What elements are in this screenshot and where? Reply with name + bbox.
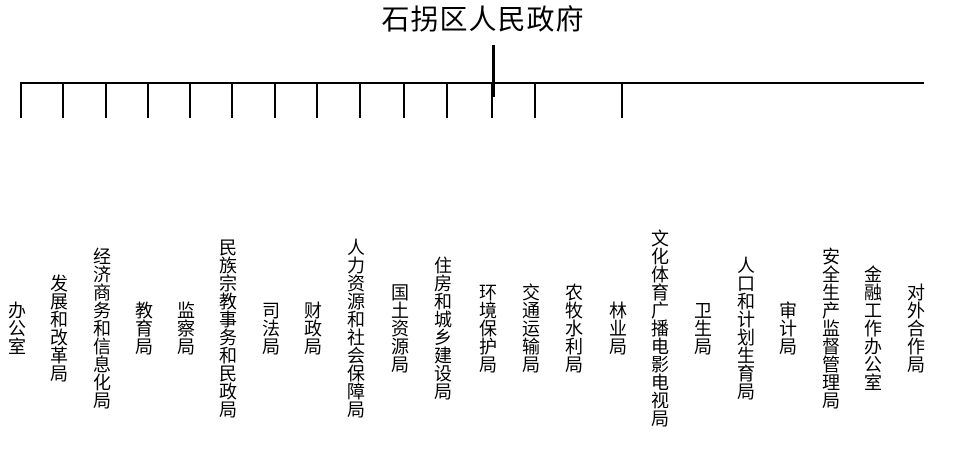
drop-line-connector bbox=[105, 83, 107, 118]
drop-line-connector bbox=[403, 83, 405, 118]
drop-line-connector bbox=[20, 83, 22, 118]
department-node[interactable]: 国土资源局 bbox=[388, 108, 419, 465]
drop-line-connector bbox=[446, 83, 448, 118]
drop-line-connector bbox=[491, 83, 493, 118]
department-node[interactable]: 财政局 bbox=[301, 108, 332, 465]
department-label: 环境保护局 bbox=[476, 283, 497, 373]
department-node[interactable]: 人口和计划生育局 bbox=[734, 108, 765, 465]
department-node[interactable]: 教育局 bbox=[132, 108, 163, 465]
department-label: 国土资源局 bbox=[388, 283, 409, 373]
department-node[interactable]: 办公室 bbox=[5, 108, 36, 465]
department-label: 农牧水利局 bbox=[562, 283, 583, 373]
department-node[interactable]: 经济商务和信息化局 bbox=[90, 108, 121, 465]
department-node[interactable]: 民族宗教事务和民政局 bbox=[216, 108, 247, 465]
drop-line-connector bbox=[147, 83, 149, 118]
department-label: 文化体育广播电影电视局 bbox=[648, 229, 669, 427]
department-node[interactable]: 监察局 bbox=[174, 108, 205, 465]
department-label: 财政局 bbox=[301, 301, 322, 355]
department-node[interactable]: 交通运输局 bbox=[519, 108, 550, 465]
department-node[interactable]: 司法局 bbox=[259, 108, 290, 465]
department-node[interactable]: 安全生产监督管理局 bbox=[819, 108, 850, 465]
department-label: 林业局 bbox=[606, 301, 627, 355]
department-node[interactable]: 文化体育广播电影电视局 bbox=[648, 108, 679, 465]
department-label: 发展和改革局 bbox=[47, 274, 68, 382]
root-stem-connector bbox=[492, 45, 495, 97]
department-label: 监察局 bbox=[174, 301, 195, 355]
department-node[interactable]: 发展和改革局 bbox=[47, 108, 78, 465]
department-label: 人口和计划生育局 bbox=[734, 256, 755, 400]
department-node[interactable]: 人力资源和社会保障局 bbox=[344, 108, 375, 465]
department-node[interactable]: 金融工作办公室 bbox=[861, 108, 892, 465]
department-node[interactable]: 审计局 bbox=[776, 108, 807, 465]
drop-line-connector bbox=[534, 83, 536, 118]
department-label: 民族宗教事务和民政局 bbox=[216, 238, 237, 418]
department-label: 住房和城乡建设局 bbox=[431, 256, 452, 400]
drop-line-connector bbox=[274, 83, 276, 118]
drop-line-connector bbox=[359, 83, 361, 118]
department-node[interactable]: 环境保护局 bbox=[476, 108, 507, 465]
department-label: 办公室 bbox=[5, 301, 26, 355]
department-node[interactable]: 林业局 bbox=[606, 108, 637, 465]
department-label: 司法局 bbox=[259, 301, 280, 355]
drop-line-connector bbox=[316, 83, 318, 118]
department-label: 安全生产监督管理局 bbox=[819, 247, 840, 409]
trunk-connector-bar bbox=[20, 82, 924, 84]
page-title: 石拐区人民政府 bbox=[381, 3, 585, 36]
department-label: 审计局 bbox=[776, 301, 797, 355]
department-label: 金融工作办公室 bbox=[861, 265, 882, 391]
drop-line-connector bbox=[231, 83, 233, 118]
department-label: 对外合作局 bbox=[904, 283, 925, 373]
department-node[interactable]: 卫生局 bbox=[691, 108, 722, 465]
department-node[interactable]: 住房和城乡建设局 bbox=[431, 108, 462, 465]
department-label: 卫生局 bbox=[691, 301, 712, 355]
drop-line-connector bbox=[189, 83, 191, 118]
department-label: 人力资源和社会保障局 bbox=[344, 238, 365, 418]
drop-line-connector bbox=[621, 83, 623, 118]
department-node[interactable]: 对外合作局 bbox=[904, 108, 935, 465]
drop-line-connector bbox=[62, 83, 64, 118]
department-label: 经济商务和信息化局 bbox=[90, 247, 111, 409]
department-label: 交通运输局 bbox=[519, 283, 540, 373]
department-node[interactable]: 农牧水利局 bbox=[562, 108, 593, 465]
department-label: 教育局 bbox=[132, 301, 153, 355]
